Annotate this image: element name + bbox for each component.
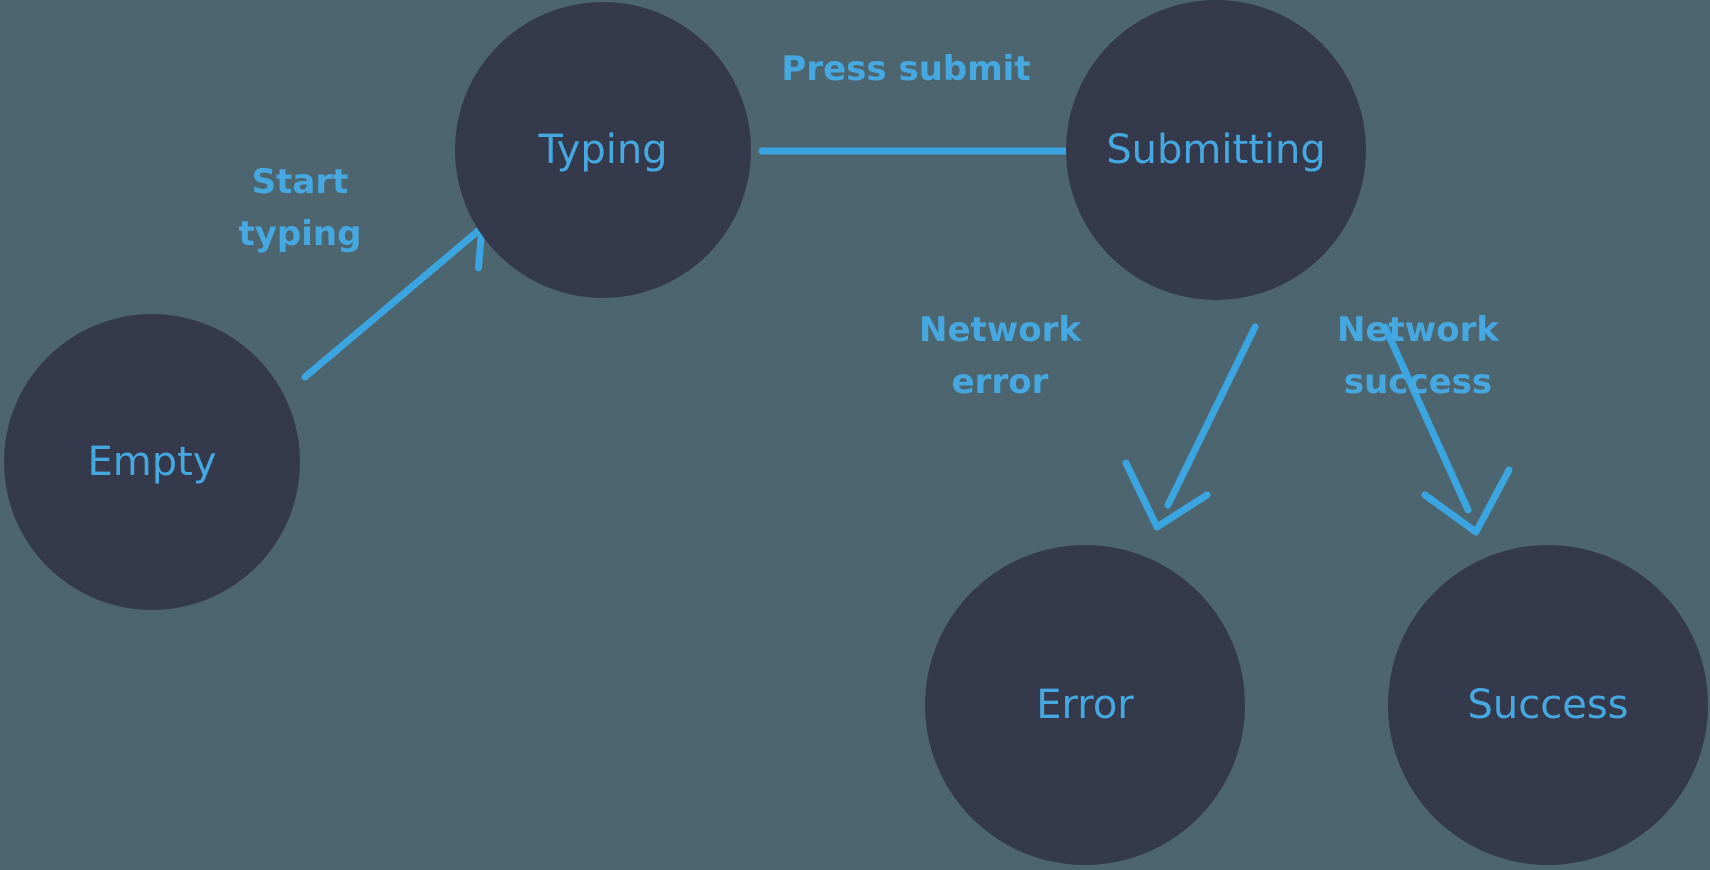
node-circle[interactable] [455,2,751,298]
state-node-error[interactable]: Error [925,545,1245,865]
state-node-typing[interactable]: Typing [455,2,751,298]
node-label: Success [1467,682,1628,728]
state-node-submitting[interactable]: Submitting [1066,0,1366,300]
node-circle[interactable] [925,545,1245,865]
edge-line [1164,323,1259,509]
state-node-empty[interactable]: Empty [4,314,300,610]
state-node-success[interactable]: Success [1388,545,1708,865]
arrowhead-icon [1122,459,1211,531]
edge-submitting-to-success [1381,323,1513,536]
node-circle[interactable] [1066,0,1366,300]
node-circle[interactable] [4,314,300,610]
edge-line [1381,323,1472,514]
edge-submitting-to-error [1122,323,1259,531]
node-label: Error [1036,682,1134,728]
node-label: Typing [537,127,667,173]
node-label: Empty [88,439,217,485]
node-label: Submitting [1106,127,1325,173]
edge-line [301,227,482,381]
arrowhead-icon [1421,466,1513,536]
node-circle[interactable] [1388,545,1708,865]
edge-label-press-submit: Press submit [781,49,1030,89]
